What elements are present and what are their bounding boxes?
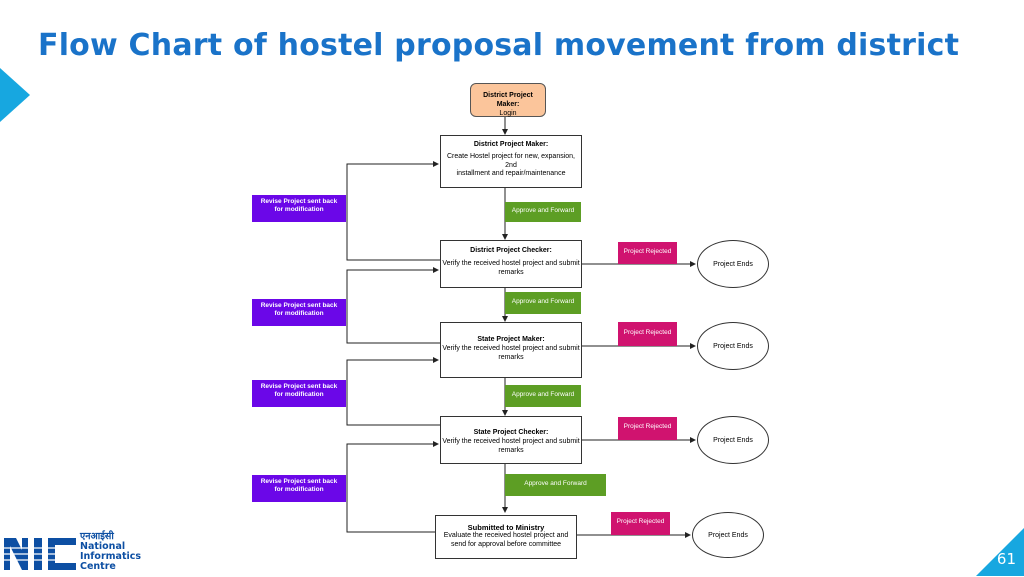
project-rejected-4: Project Rejected bbox=[611, 512, 670, 535]
project-ends-3: Project Ends bbox=[697, 416, 769, 464]
nic-line2: Informatics bbox=[80, 550, 142, 562]
node-district-checker: District Project Checker: Verify the rec… bbox=[440, 240, 582, 288]
node-district-maker-title: District Project Maker: bbox=[473, 141, 549, 148]
revise-label-1: Revise Project sent back for modificatio… bbox=[252, 195, 346, 222]
node-login-title: District Project Maker: bbox=[483, 92, 533, 108]
nic-hindi: एनआईसी bbox=[80, 531, 114, 542]
node-district-maker-text1: Create Hostel project for new, expansion… bbox=[446, 152, 575, 160]
node-state-maker: State Project Maker: Verify the received… bbox=[440, 322, 582, 378]
project-ends-1: Project Ends bbox=[697, 240, 769, 288]
slide-title: Flow Chart of hostel proposal movement f… bbox=[38, 28, 960, 63]
revise-label-2: Revise Project sent back for modificatio… bbox=[252, 299, 346, 326]
node-district-maker: District Project Maker: Create Hostel pr… bbox=[440, 135, 582, 188]
node-login-text: Login bbox=[499, 109, 517, 117]
node-state-checker-text: Verify the received hostel project and s… bbox=[442, 437, 580, 454]
revise-label-4: Revise Project sent back for modificatio… bbox=[252, 475, 346, 502]
node-ministry-text: Evaluate the received hostel project and… bbox=[443, 532, 569, 549]
nic-logo bbox=[4, 536, 76, 577]
nic-line1: National bbox=[80, 540, 126, 552]
approve-forward-3: Approve and Forward bbox=[505, 385, 581, 407]
node-district-checker-title: District Project Checker: bbox=[470, 247, 552, 254]
approve-forward-4: Approve and Forward bbox=[505, 474, 606, 496]
node-district-maker-text2: 2nd bbox=[505, 161, 517, 169]
project-rejected-1: Project Rejected bbox=[618, 242, 677, 264]
node-login: District Project Maker: Login bbox=[470, 83, 546, 117]
node-state-checker: State Project Checker: Verify the receiv… bbox=[440, 416, 582, 464]
corner-accent-triangle bbox=[976, 528, 1024, 576]
flowchart-connectors bbox=[346, 117, 696, 538]
project-rejected-2: Project Rejected bbox=[618, 322, 677, 346]
node-ministry: Submitted to Ministry Evaluate the recei… bbox=[435, 515, 577, 559]
flowchart: District Project Maker: Login District P… bbox=[237, 72, 786, 572]
nic-logo-text: एनआईसी National Informatics Centre bbox=[80, 532, 141, 572]
revise-label-3: Revise Project sent back for modificatio… bbox=[252, 380, 346, 407]
project-rejected-3: Project Rejected bbox=[618, 417, 677, 440]
node-district-maker-text3: installment and repair/maintenance bbox=[456, 170, 566, 178]
project-ends-4: Project Ends bbox=[692, 512, 764, 558]
left-accent-triangle bbox=[0, 68, 30, 122]
node-state-checker-title: State Project Checker: bbox=[473, 429, 549, 436]
approve-forward-1: Approve and Forward bbox=[505, 202, 581, 222]
slide-number: 61 bbox=[996, 550, 1016, 568]
node-state-maker-title: State Project Maker: bbox=[477, 336, 545, 343]
project-ends-2: Project Ends bbox=[697, 322, 769, 370]
node-state-maker-text: Verify the received hostel project and s… bbox=[442, 344, 580, 361]
nic-line3: Centre bbox=[80, 560, 116, 572]
node-ministry-title: Submitted to Ministry bbox=[467, 523, 545, 532]
node-district-checker-text: Verify the received hostel project and s… bbox=[442, 259, 580, 276]
approve-forward-2: Approve and Forward bbox=[505, 292, 581, 314]
nic-logo-mark bbox=[4, 538, 76, 570]
